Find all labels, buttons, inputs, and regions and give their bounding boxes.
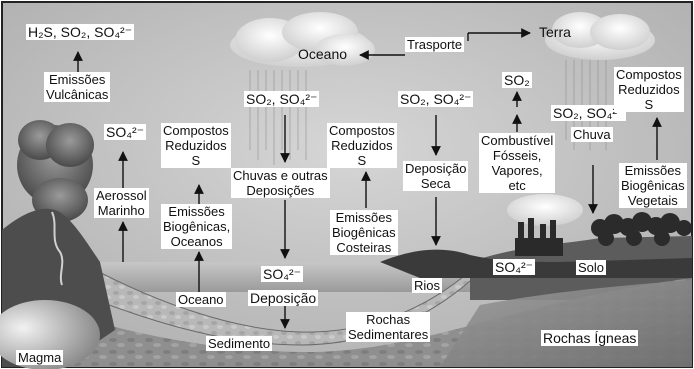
soil-sulfate-label: SO₄²⁻ bbox=[493, 259, 535, 275]
marine-sulfate-label: SO₄²⁻ bbox=[104, 124, 146, 140]
rain-deposition-label: Chuvas e outras Deposições bbox=[231, 168, 330, 198]
sedimentary-rocks-label: Rochas Sedimentares bbox=[346, 312, 431, 342]
cloud-land bbox=[545, 12, 655, 60]
fuel-so2-label: SO₂ bbox=[502, 72, 532, 88]
dry-deposition-label: Deposição Seca bbox=[403, 161, 469, 191]
biogenic-ocean-label: Emissões Biogênicas, Oceanos bbox=[161, 204, 233, 249]
deposition-sulfate-label: SO₄²⁻ bbox=[261, 266, 303, 282]
rain-label: Chuva bbox=[571, 127, 613, 142]
volcanic-emissions-label: Emissões Vulcânicas bbox=[44, 72, 111, 102]
soil-label: Solo bbox=[576, 260, 607, 275]
land-rain-gases-label: SO₂, SO₄²⁻ bbox=[551, 105, 627, 121]
ocean-surface-label: Oceano bbox=[176, 292, 226, 307]
ocean-cloud-label: Oceano bbox=[298, 46, 348, 62]
deposition-label: Deposição bbox=[248, 290, 319, 306]
magma-label: Magma bbox=[16, 350, 64, 365]
transport-label: Trasporte bbox=[405, 37, 465, 52]
rain-gases-label: SO₂, SO₄²⁻ bbox=[244, 91, 320, 107]
forest bbox=[591, 212, 692, 246]
volcanic-gases-label: H₂S, SO₂, SO₄²⁻ bbox=[26, 24, 135, 40]
reduced-compounds-plants-label: Compostos Reduzidos S bbox=[614, 67, 684, 112]
rivers-label: Rios bbox=[412, 278, 443, 293]
reduced-compounds-ocean-label: Compostos Reduzidos S bbox=[161, 123, 231, 168]
land-label: Terra bbox=[539, 24, 571, 40]
igneous-rocks-label: Rochas Ígneas bbox=[541, 330, 639, 346]
factory bbox=[507, 194, 583, 256]
fossil-fuel-label: Combustível Fósseis, Vapores, etc bbox=[479, 133, 556, 193]
biogenic-coastal-label: Emissões Biogênicas Costeiras bbox=[330, 210, 398, 255]
reduced-compounds-coast-label: Compostos Reduzidos S bbox=[327, 123, 397, 168]
volcano-smoke bbox=[17, 120, 94, 222]
marine-aerosol-label: Aerossol Marinho bbox=[94, 188, 149, 218]
dry-gases-label: SO₂, SO₄²⁻ bbox=[398, 91, 474, 107]
biogenic-plants-label: Emissões Biogênicas Vegetais bbox=[619, 163, 687, 208]
sediment-label: Sedimento bbox=[206, 336, 273, 351]
